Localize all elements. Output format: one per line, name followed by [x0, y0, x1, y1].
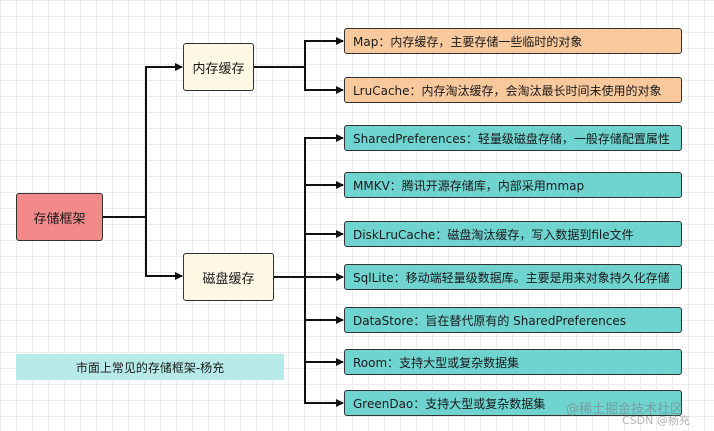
disk-item-greendao: GreenDao：支持大型或复杂数据集 [344, 390, 682, 416]
disk-item-datastore: DataStore：旨在替代原有的 SharedPreferences [344, 307, 682, 333]
memory-cache-node: 内存缓存 [183, 43, 254, 91]
edge-disk-gd [274, 276, 344, 407]
edge-memory-lru [254, 66, 344, 94]
disk-item-sharedpreferences: SharedPreferences：轻量级磁盘存储，一般存储配置属性 [344, 125, 682, 151]
root-node: 存储框架 [16, 193, 103, 241]
diagram-caption: 市面上常见的存储框架-杨充 [16, 354, 284, 380]
edge-root-disk [103, 216, 183, 280]
disk-cache-node: 磁盘缓存 [183, 253, 274, 301]
juejin-watermark: @稀土掘金技术社区 [566, 402, 684, 417]
memory-item-map: Map：内存缓存，主要存储一些临时的对象 [344, 28, 682, 54]
memory-item-lrucache: LruCache：内存淘汰缓存，会淘汰最长时间未使用的对象 [344, 77, 682, 103]
edge-root-memory [103, 63, 183, 218]
edge-disk-sp [274, 134, 344, 278]
edge-disk-dlc [274, 230, 344, 278]
edge-disk-ds [274, 276, 344, 324]
csdn-watermark: CSDN @杨充 [622, 414, 690, 427]
disk-item-disklrucache: DiskLruCache：磁盘淘汰缓存，写入数据到file文件 [344, 221, 682, 247]
disk-item-mmkv: MMKV：腾讯开源存储库，内部采用mmap [344, 172, 682, 198]
edge-memory-map [254, 37, 344, 68]
edge-disk-mmkv [274, 181, 344, 278]
disk-item-sqllite: SqlLite：移动端轻量级数据库。主要是用来对象持久化存储 [344, 264, 682, 290]
disk-item-room: Room：支持大型或复杂数据集 [344, 349, 682, 375]
